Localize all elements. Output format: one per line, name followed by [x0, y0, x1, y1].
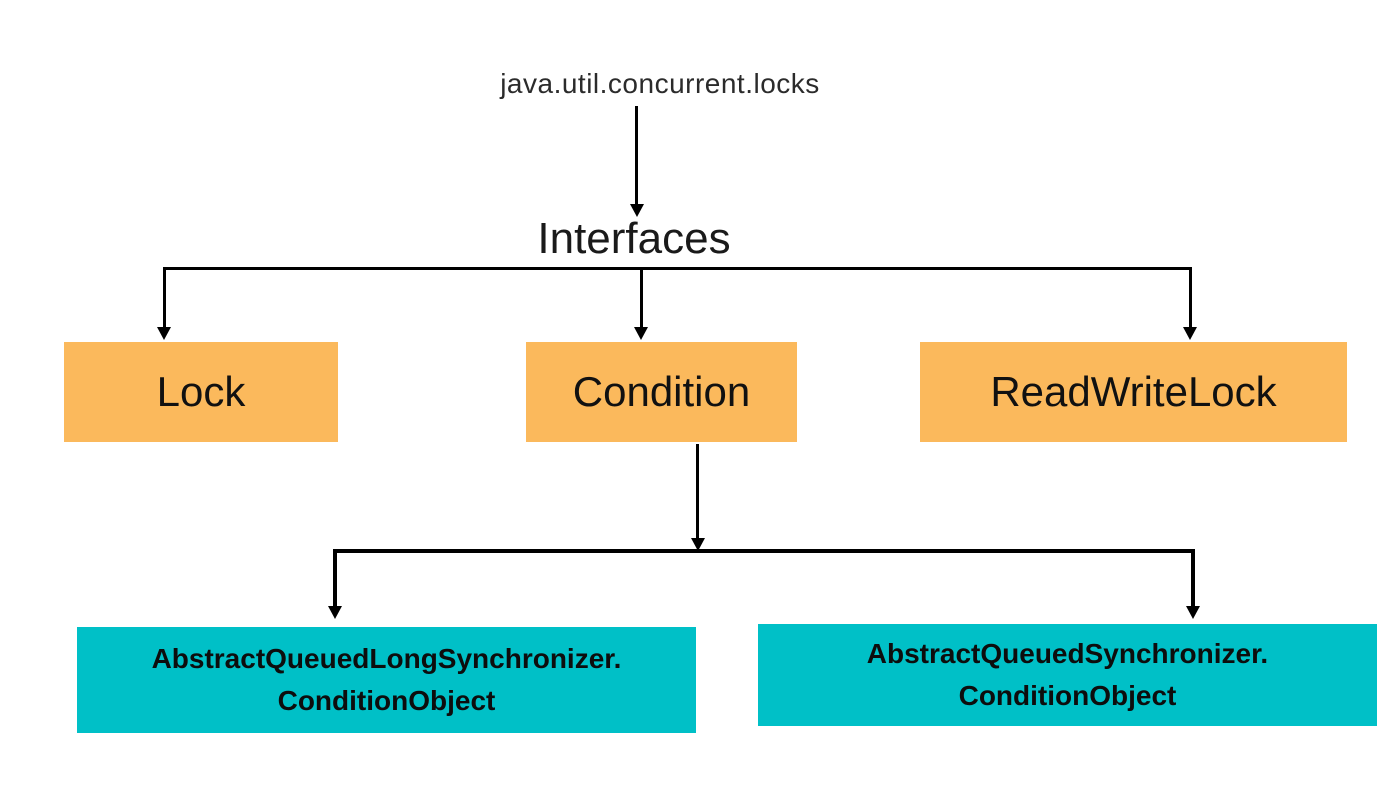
node-aqs-label-line2: ConditionObject — [958, 680, 1177, 711]
interfaces-heading: Interfaces — [537, 214, 731, 263]
node-lock-label: Lock — [156, 368, 246, 415]
node-lock: Lock — [64, 342, 338, 442]
connector-to-aqls — [333, 549, 337, 607]
node-condition-label: Condition — [572, 368, 751, 415]
connector-to-aqs — [1191, 549, 1195, 607]
connector-to-lock — [163, 267, 166, 328]
connector-package-to-interfaces — [635, 106, 638, 206]
node-aqls-label-line2: ConditionObject — [277, 685, 496, 716]
package-label: java.util.concurrent.locks — [500, 68, 820, 99]
arrow-down-icon — [1186, 606, 1200, 619]
connector-level1-horizontal — [163, 267, 1192, 270]
arrow-down-icon — [157, 327, 171, 340]
node-readwritelock-label: ReadWriteLock — [990, 368, 1277, 415]
node-abstractqueuedsynchronizer-conditionobject: AbstractQueuedSynchronizer. ConditionObj… — [758, 624, 1377, 726]
node-aqs-label-line1: AbstractQueuedSynchronizer. — [866, 638, 1269, 669]
node-abstractqueuedlongsynchronizer-conditionobject: AbstractQueuedLongSynchronizer. Conditio… — [77, 627, 696, 733]
connector-condition-to-branch — [696, 444, 699, 539]
node-readwritelock: ReadWriteLock — [920, 342, 1347, 442]
connector-to-readwritelock — [1189, 267, 1192, 328]
arrow-down-icon — [1183, 327, 1197, 340]
arrow-down-icon — [630, 204, 644, 217]
node-condition: Condition — [526, 342, 797, 442]
arrow-down-icon — [634, 327, 648, 340]
node-aqls-label-line1: AbstractQueuedLongSynchronizer. — [151, 643, 622, 674]
connector-to-condition — [640, 267, 643, 328]
connector-level2-horizontal — [333, 549, 1195, 553]
arrow-down-icon — [691, 538, 705, 551]
arrow-down-icon — [328, 606, 342, 619]
